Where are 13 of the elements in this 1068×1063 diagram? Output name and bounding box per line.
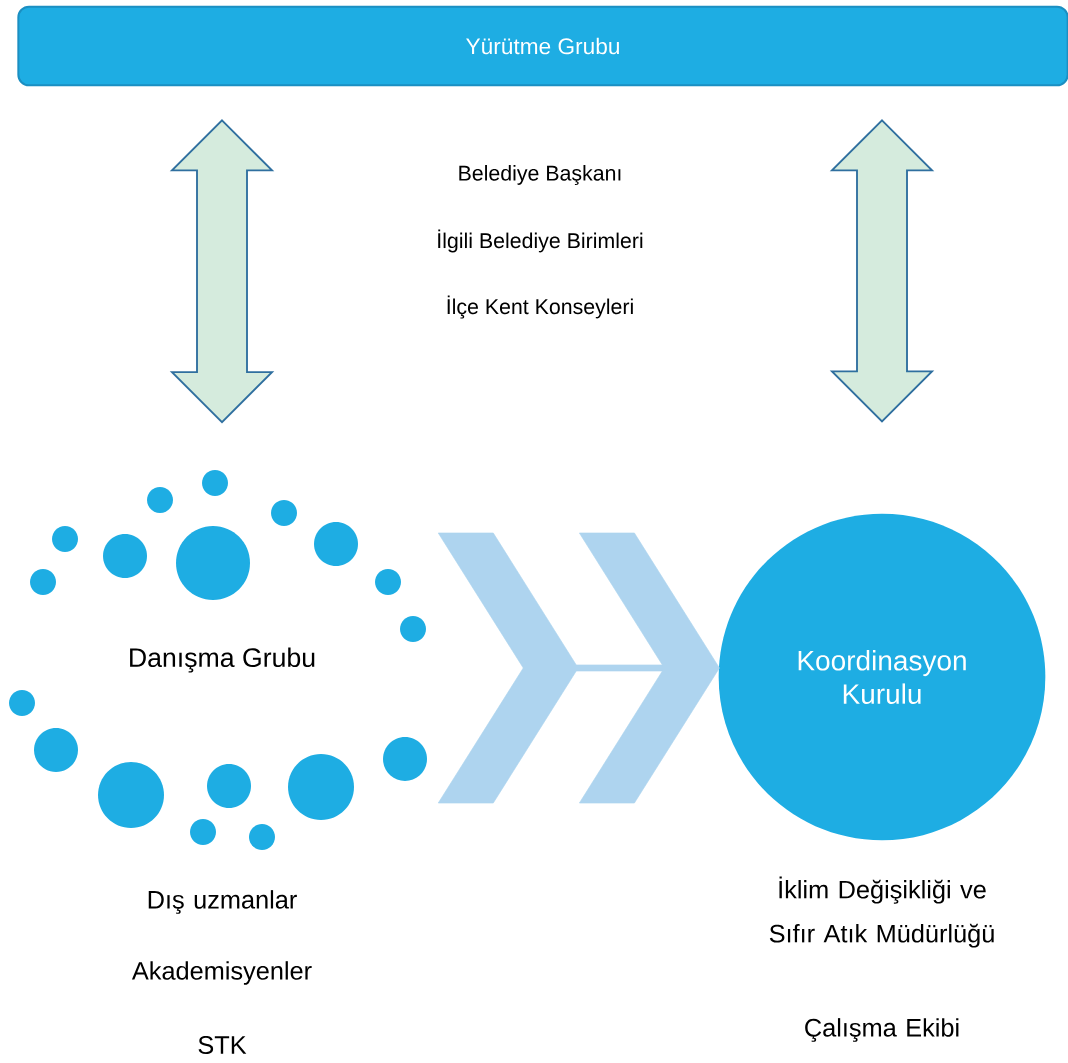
group-label: Danışma Grubu [130, 647, 315, 673]
label: İlçe Kent Konseyleri [447, 295, 633, 319]
node-label: Dış uzmanlar [148, 890, 297, 914]
node-label: STK [198, 1036, 247, 1054]
chevron-arrow [437, 532, 720, 804]
node-label: İklim Değişikliği ve Sıfır Atık Müdürlüğü [769, 876, 994, 948]
banner-box: Yürütme Grubu [17, 5, 1068, 87]
node-label: Akademisyenler [131, 961, 312, 985]
label: Belediye Başkanı [459, 165, 621, 185]
double-arrow [829, 119, 935, 423]
label: İlgili Belediye Birimleri [438, 229, 643, 253]
node-label: Çalışma Ekibi [805, 1018, 959, 1042]
double-arrow [169, 119, 275, 424]
